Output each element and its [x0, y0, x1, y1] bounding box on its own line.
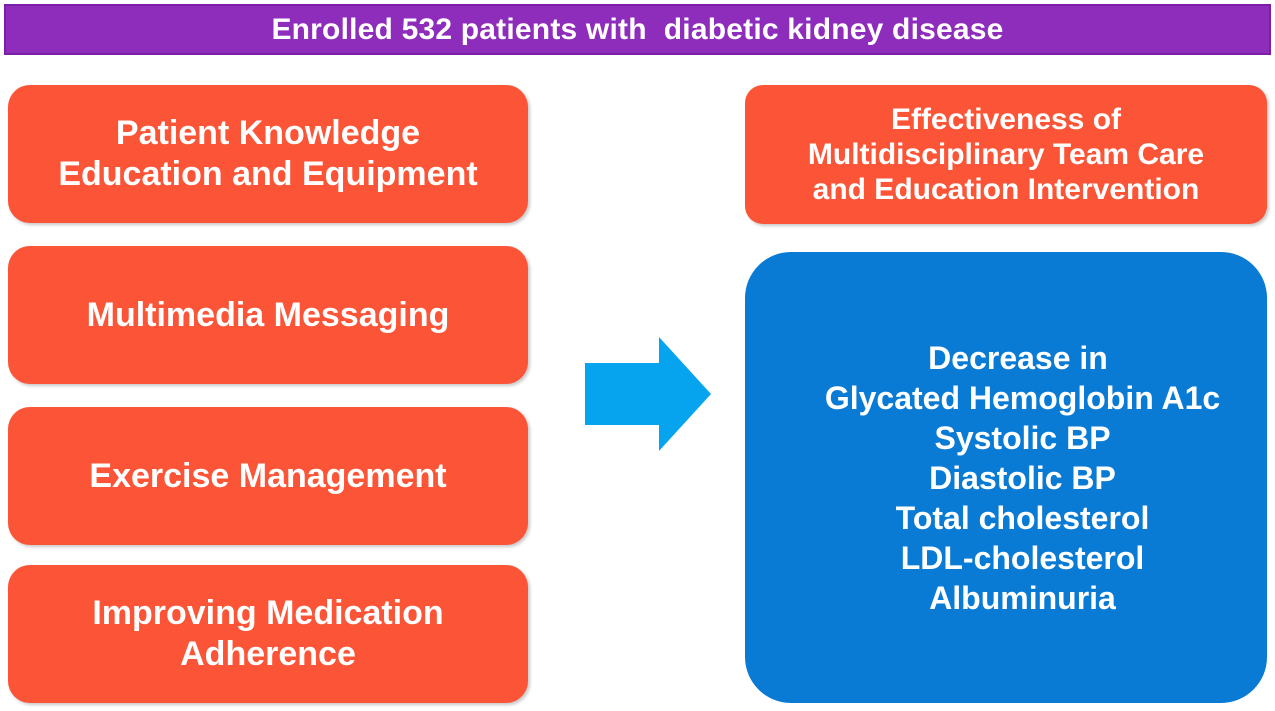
outcome-results-list: Decrease in Glycated Hemoglobin A1c Syst… — [745, 252, 1267, 618]
intervention-card-medication-adherence: Improving Medication Adherence — [8, 565, 528, 703]
outcome-title-label: Effectiveness of Multidisciplinary Team … — [807, 103, 1205, 206]
outcome-results-card: Decrease in Glycated Hemoglobin A1c Syst… — [745, 252, 1267, 703]
right-arrow-icon — [585, 337, 711, 451]
results-lead-label: Decrease in — [928, 340, 1108, 376]
result-item: Albuminuria — [929, 580, 1116, 616]
result-item: Systolic BP — [934, 420, 1111, 456]
page-title: Enrolled 532 patients with diabetic kidn… — [271, 12, 1004, 46]
intervention-card-multimedia-messaging: Multimedia Messaging — [8, 246, 528, 384]
result-item: LDL-cholesterol — [900, 540, 1145, 576]
intervention-card-label: Multimedia Messaging — [86, 295, 450, 334]
result-item: Diastolic BP — [929, 460, 1116, 496]
intervention-card-exercise-management: Exercise Management — [8, 407, 528, 545]
header-banner: Enrolled 532 patients with diabetic kidn… — [4, 4, 1271, 55]
result-item: Glycated Hemoglobin A1c — [824, 380, 1221, 416]
intervention-card-label: Improving Medication Adherence — [92, 594, 444, 673]
outcome-title-card: Effectiveness of Multidisciplinary Team … — [745, 85, 1267, 224]
intervention-card-label: Patient Knowledge Education and Equipmen… — [58, 114, 478, 193]
result-item: Total cholesterol — [895, 500, 1150, 536]
intervention-card-label: Exercise Management — [89, 456, 447, 495]
intervention-card-patient-knowledge: Patient Knowledge Education and Equipmen… — [8, 85, 528, 223]
